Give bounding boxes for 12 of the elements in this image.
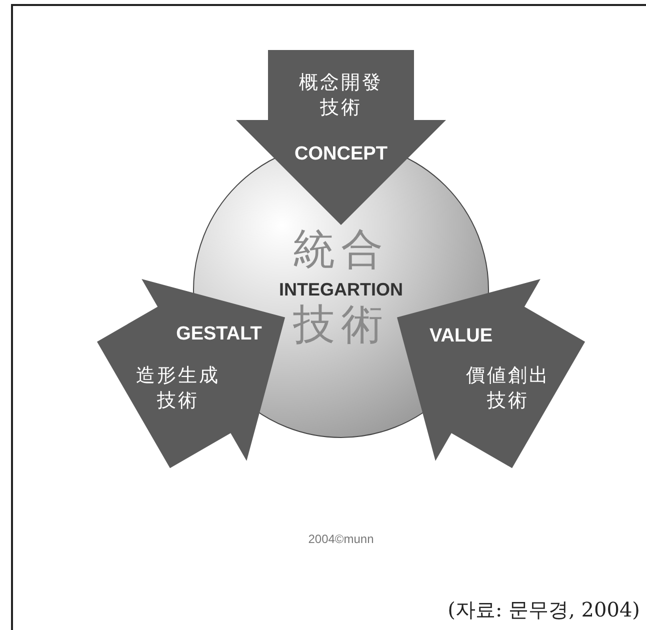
copyright-note: 2004©munn: [308, 532, 374, 546]
sphere-label: INTEGARTION: [279, 278, 403, 302]
arrow-shape: [236, 50, 446, 225]
arrow-label: CONCEPT: [294, 142, 388, 167]
arrow-label: GESTALT: [176, 322, 262, 347]
arrow-label: 概念開發技術: [298, 70, 384, 120]
arrow-label: 造形生成技術: [134, 363, 221, 413]
source-note: (자료: 문무경, 2004): [448, 596, 640, 624]
arrow-label: VALUE: [430, 324, 492, 349]
sphere-label: 技術: [293, 298, 389, 351]
arrow-label: 價値創出技術: [465, 363, 551, 413]
sphere-label: 統合: [293, 224, 389, 276]
